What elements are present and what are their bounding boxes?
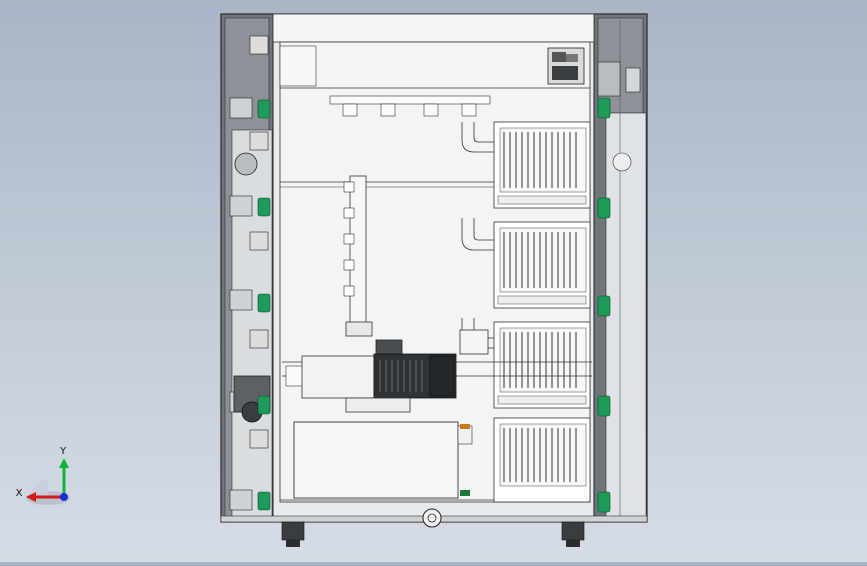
left-green-fittings	[257, 99, 271, 511]
z-axis-dot	[60, 493, 68, 501]
x-axis-label: X	[16, 488, 23, 499]
axis-triad: Y X	[16, 446, 70, 505]
pump-motor	[282, 329, 592, 413]
controller-box	[547, 47, 585, 85]
y-axis-label: Y	[59, 446, 67, 457]
cabinet-base	[220, 508, 648, 528]
radiator-module-2	[493, 221, 591, 309]
top-manifold	[329, 95, 491, 117]
y-axis-arrow	[59, 458, 69, 468]
bottom-tank	[293, 421, 473, 499]
right-bracket	[597, 61, 641, 172]
caster-foot-left	[281, 521, 305, 547]
left-connectors	[229, 35, 271, 511]
radiator-module-4	[493, 417, 591, 503]
radiator-module-1	[493, 121, 591, 209]
right-green-fittings	[597, 97, 611, 513]
radiator-module-3	[493, 321, 591, 409]
vertical-pipe	[343, 175, 373, 337]
caster-foot-right	[561, 521, 585, 547]
x-axis-arrow	[26, 492, 36, 502]
